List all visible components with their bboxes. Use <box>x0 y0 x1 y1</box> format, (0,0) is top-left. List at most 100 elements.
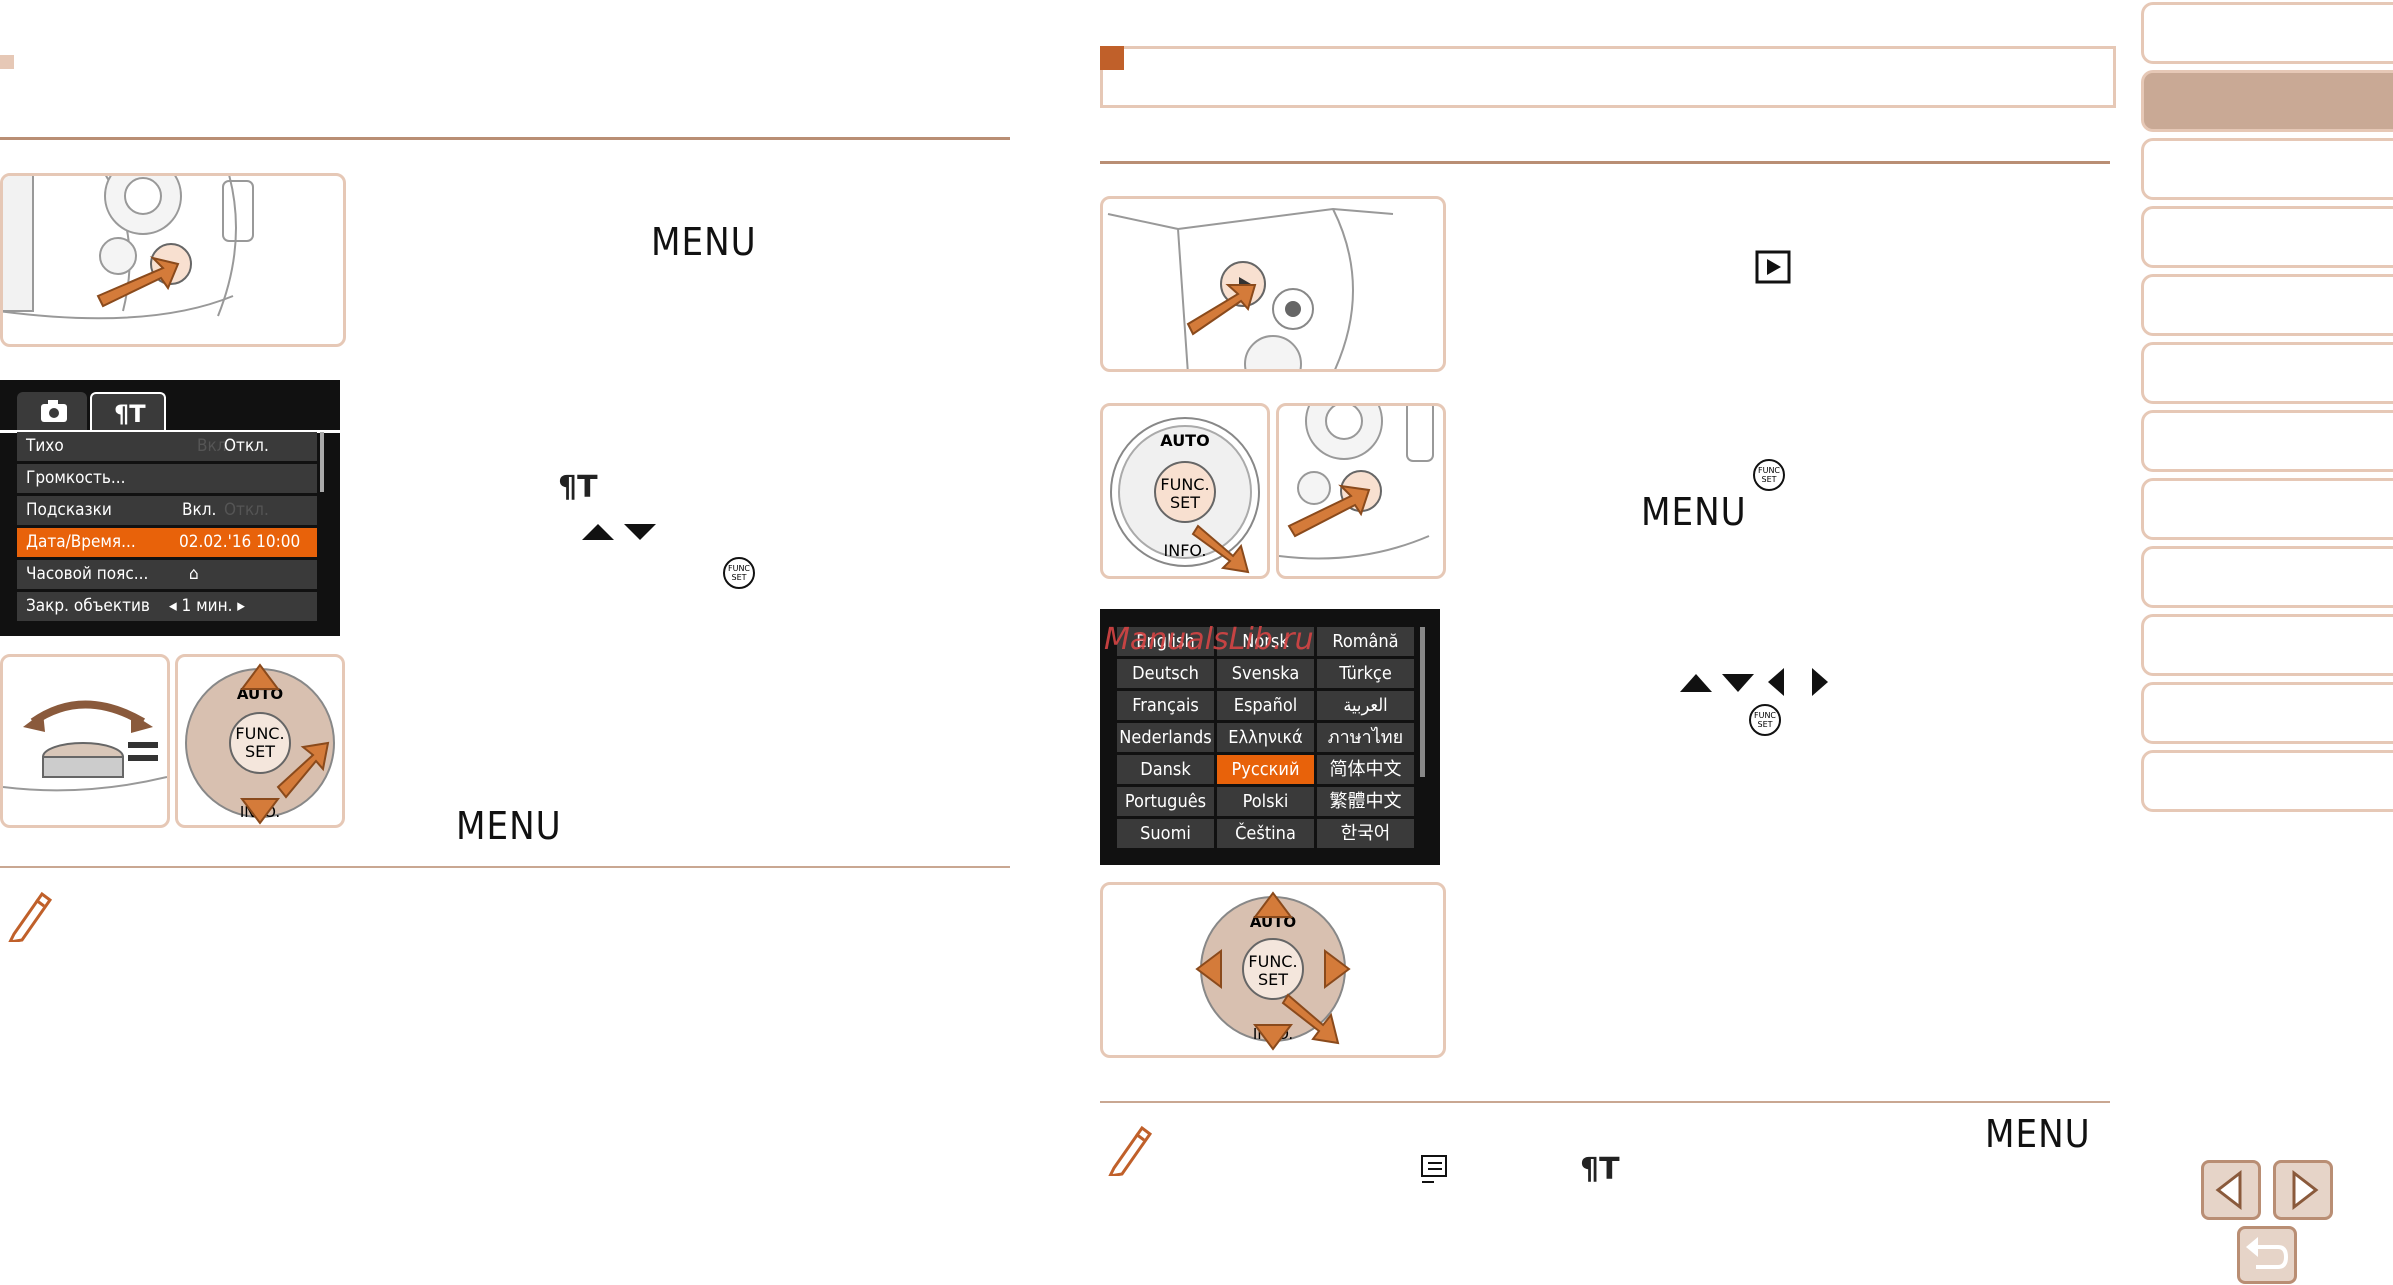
language-option[interactable]: Ελληνικά <box>1217 723 1314 752</box>
sidebar-tab-12[interactable] <box>2141 750 2393 812</box>
section-title-box <box>1100 46 2116 108</box>
sidebar-tab-4[interactable] <box>2141 206 2393 268</box>
menu-row-value: Откл. <box>224 436 269 456</box>
menu-row-label: Тихо <box>26 436 64 456</box>
next-page-button[interactable] <box>2273 1160 2333 1220</box>
four-direction-arrows-icon <box>1676 666 1836 702</box>
svg-text:FUNC: FUNC <box>728 564 750 573</box>
menu-row[interactable]: Громкость... <box>17 464 317 493</box>
header-rule-left <box>0 137 1010 140</box>
camera-tab <box>17 392 87 430</box>
svg-text:SET: SET <box>1258 970 1288 989</box>
language-option[interactable]: Polski <box>1217 787 1314 816</box>
menu-button-label-1: MENU <box>651 220 757 264</box>
menu-row[interactable]: Закр. объектив ◂ 1 мин. ▸ <box>17 592 317 621</box>
setup-tab-icon: ¶T <box>558 470 598 505</box>
control-dial-illustration-left: FUNC. SET AUTO INFO. <box>175 654 345 828</box>
language-option[interactable]: Suomi <box>1117 819 1214 848</box>
func-set-button-illustration: FUNC. SET AUTO INFO. <box>1100 403 1270 579</box>
language-option[interactable]: 繁體中文 <box>1317 787 1414 816</box>
language-option[interactable]: Svenska <box>1217 659 1314 688</box>
menu-row-label: Громкость... <box>26 468 126 488</box>
language-option[interactable]: 한국어 <box>1317 819 1414 848</box>
sidebar-tab-7[interactable] <box>2141 410 2393 472</box>
sidebar-tab-2[interactable] <box>2141 70 2393 132</box>
svg-text:SET: SET <box>1761 475 1776 484</box>
zoom-lever-icon <box>3 700 167 792</box>
sidebar-tab-11[interactable] <box>2141 682 2393 744</box>
svg-text:FUNC: FUNC <box>1754 711 1776 720</box>
menu-row-label: Подсказки <box>26 500 112 520</box>
right-arrow-icon <box>2292 1169 2319 1211</box>
sidebar-tab-1[interactable] <box>2141 2 2393 64</box>
setup-tab: ¶T <box>90 392 166 432</box>
language-option[interactable]: English <box>1117 627 1214 656</box>
camera-top-illustration <box>1107 207 1394 369</box>
language-option[interactable]: Español <box>1217 691 1314 720</box>
language-option[interactable]: Deutsch <box>1117 659 1214 688</box>
sidebar-tab-10[interactable] <box>2141 614 2393 676</box>
camera-back-illustration <box>1279 406 1434 560</box>
menu-row[interactable]: Часовой пояс... ⌂ <box>17 560 317 589</box>
four-way-dial-icon: FUNC. SET AUTO INFO. <box>1195 891 1351 1051</box>
pencil-icon <box>1106 1120 1153 1180</box>
info-label: INFO. <box>1164 541 1207 560</box>
menu-button-illustration-right <box>1276 403 1446 579</box>
control-dial-icon: FUNC. SET AUTO INFO. <box>185 663 335 825</box>
control-dial-icon: FUNC. SET AUTO INFO. <box>1110 417 1260 574</box>
language-option[interactable]: Čeština <box>1217 819 1314 848</box>
menu-row-selected[interactable]: Дата/Время... 02.02.'16 10:00 <box>17 528 317 557</box>
pencil-icon <box>6 886 53 946</box>
menu-row-label: Закр. объектив <box>26 596 150 616</box>
menu-button-label-4: MENU <box>1985 1112 2091 1156</box>
camera-back-illustration <box>3 176 254 320</box>
settings-menu-screen: ¶T Тихо Вкл. Откл. Громкость... Подсказк… <box>0 380 340 636</box>
section-marker-right <box>1100 46 1124 70</box>
help-menu-icon <box>1418 1152 1452 1190</box>
menu-row-value-dim: Откл. <box>224 500 269 520</box>
menu-button-label-2: MENU <box>456 804 562 848</box>
sidebar-tab-8[interactable] <box>2141 478 2393 540</box>
language-option-selected[interactable]: Русский <box>1217 755 1314 784</box>
svg-text:FUNC: FUNC <box>1758 466 1780 475</box>
sidebar-tab-9[interactable] <box>2141 546 2393 608</box>
note-rule-left <box>0 866 1010 868</box>
menu-row-value-dim: Вкл. <box>197 436 232 456</box>
language-option[interactable]: Română <box>1317 627 1414 656</box>
return-icon <box>2246 1237 2289 1269</box>
svg-text:FUNC.: FUNC. <box>235 724 284 743</box>
wrench-icon: ¶T <box>114 400 146 428</box>
menu-row[interactable]: Подсказки Вкл. Откл. <box>17 496 317 525</box>
up-down-arrows-icon <box>580 518 660 548</box>
language-option[interactable]: Norsk <box>1217 627 1314 656</box>
language-option[interactable]: Nederlands <box>1117 723 1214 752</box>
menu-button-label-3: MENU <box>1641 490 1747 534</box>
sidebar-tab-6[interactable] <box>2141 342 2393 404</box>
watermark: ManualsLib.ru <box>1104 622 1314 657</box>
playback-button-illustration <box>1100 196 1446 372</box>
prev-page-button[interactable] <box>2201 1160 2261 1220</box>
section-marker-left <box>0 55 14 69</box>
setup-tab-icon: ¶T <box>1580 1152 1620 1187</box>
zoom-lever-illustration <box>0 654 170 828</box>
set-label: SET <box>1170 493 1200 512</box>
language-option[interactable]: Português <box>1117 787 1214 816</box>
language-option[interactable]: العربية <box>1317 691 1414 720</box>
left-arrow-icon <box>2215 1169 2242 1211</box>
svg-text:SET: SET <box>245 742 275 761</box>
menu-row[interactable]: Тихо Вкл. Откл. <box>17 432 317 461</box>
language-option[interactable]: ภาษาไทย <box>1317 723 1414 752</box>
sidebar-tab-3[interactable] <box>2141 138 2393 200</box>
language-option[interactable]: 简体中文 <box>1317 755 1414 784</box>
svg-text:FUNC.: FUNC. <box>1248 952 1297 971</box>
sidebar-tab-5[interactable] <box>2141 274 2393 336</box>
language-option[interactable]: Dansk <box>1117 755 1214 784</box>
svg-text:SET: SET <box>1757 720 1772 729</box>
language-option[interactable]: Français <box>1117 691 1214 720</box>
language-option[interactable]: Türkçe <box>1317 659 1414 688</box>
return-button[interactable] <box>2237 1226 2297 1284</box>
note-rule-right <box>1100 1101 2110 1103</box>
tab-underline <box>0 430 340 433</box>
